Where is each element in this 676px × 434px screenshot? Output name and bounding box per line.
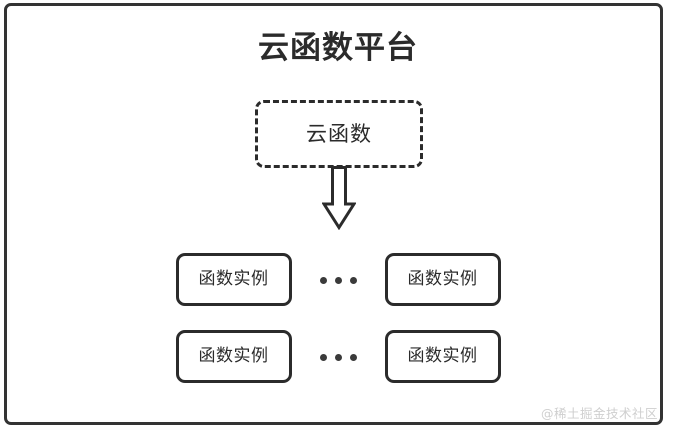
function-instance-box[interactable]: 函数实例 (384, 252, 501, 306)
function-instance-box[interactable]: 函数实例 (175, 329, 292, 383)
instance-row: 函数实例 函数实例 (0, 329, 676, 383)
function-instance-label: 函数实例 (407, 345, 478, 366)
ellipsis-dot (334, 354, 342, 361)
cloud-function-label: 云函数 (306, 121, 372, 146)
row-ellipsis (292, 269, 385, 289)
ellipsis-dot (349, 277, 357, 284)
ellipsis-dot (349, 354, 357, 361)
function-instance-box[interactable]: 函数实例 (175, 252, 292, 306)
row-ellipsis (292, 346, 385, 366)
function-instance-label: 函数实例 (407, 268, 478, 289)
ellipsis-dot (334, 277, 342, 284)
ellipsis-dot (319, 277, 327, 284)
page-title: 云函数平台 (258, 30, 418, 66)
watermark: @稀土掘金技术社区 (540, 405, 658, 421)
down-arrow-icon (321, 166, 357, 231)
instance-row: 函数实例 函数实例 (0, 252, 676, 306)
ellipsis-dot (319, 354, 327, 361)
function-instance-label: 函数实例 (198, 268, 269, 289)
function-instance-box[interactable]: 函数实例 (384, 329, 501, 383)
cloud-function-node[interactable]: 云函数 (255, 100, 423, 168)
function-instance-label: 函数实例 (198, 345, 269, 366)
